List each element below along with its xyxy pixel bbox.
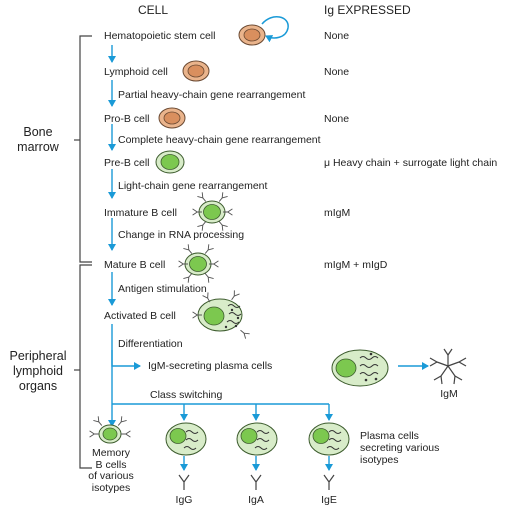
mature-b-cell (178, 243, 219, 284)
step-class-switching: Class switching (150, 389, 223, 401)
label-pro-b-cell: Pro-B cell (104, 113, 150, 125)
antibody-iga (250, 474, 262, 490)
ig-immature: mIgM (324, 207, 351, 219)
region-peripheral-line-1: Peripheral (9, 349, 67, 363)
step-rna-processing: Change in RNA processing (118, 229, 245, 241)
step-partial-heavy-chain: Partial heavy-chain gene rearrangement (118, 89, 306, 101)
igm-plasma-cell (331, 349, 389, 387)
label-plasma-various-isotypes: Plasma cells secreting various isotypes (360, 430, 439, 466)
step-complete-heavy-chain: Complete heavy-chain gene rearrangement (118, 134, 321, 146)
region-peripheral-lymphoid-organs: Peripheral lymphoid organs (4, 349, 72, 394)
step-antigen-stimulation: Antigen stimulation (118, 283, 207, 295)
plasma-cell-igg (165, 422, 207, 456)
pro-b-cell (158, 107, 186, 129)
memory-line-4: isotypes (91, 481, 131, 494)
antibody-igg (178, 474, 190, 490)
plasma-various-line-2: secreting various (360, 442, 440, 454)
plasma-cell-ige (308, 422, 350, 456)
label-ige: IgE (321, 494, 337, 506)
self-renewal-arrow (261, 16, 289, 43)
ig-lymphoid: None (324, 66, 350, 78)
region-peripheral-line-3: organs (18, 379, 58, 393)
immature-b-cell (192, 191, 233, 232)
main-arrows (108, 45, 429, 471)
bone-marrow-bracket (74, 35, 92, 263)
ig-pre-b: μ Heavy chain + surrogate light chain (324, 157, 498, 169)
memory-line-2: B cells (95, 458, 127, 471)
hsc-cell (238, 24, 266, 46)
ig-hsc: None (324, 30, 350, 42)
ig-mature: mIgM + mIgD (324, 259, 388, 271)
header-cell: CELL (138, 3, 169, 17)
pre-b-cell (155, 150, 185, 174)
step-light-chain: Light-chain gene rearrangement (118, 180, 268, 192)
memory-line-3: of various (88, 470, 134, 482)
antibody-ige (323, 474, 335, 490)
lymphoid-cell (182, 60, 210, 82)
step-differentiation: Differentiation (118, 338, 183, 350)
label-igm-secreting-plasma-cells: IgM-secreting plasma cells (148, 360, 273, 372)
label-pre-b-cell: Pre-B cell (104, 157, 150, 169)
label-igm: IgM (440, 388, 458, 400)
region-bone-marrow-line-2: marrow (17, 140, 59, 154)
region-bone-marrow-line-1: Bone (23, 125, 53, 139)
label-iga: IgA (248, 494, 264, 506)
header-ig-expressed: Ig EXPRESSED (324, 3, 411, 17)
label-lymphoid-cell: Lymphoid cell (104, 66, 168, 78)
peripheral-bracket (74, 264, 92, 469)
label-igg: IgG (175, 494, 193, 506)
plasma-various-line-1: Plasma cells (360, 430, 419, 442)
label-activated-b-cell: Activated B cell (104, 310, 176, 322)
memory-b-cell (89, 415, 131, 444)
label-immature-b-cell: Immature B cell (104, 207, 177, 219)
plasma-cell-iga (236, 422, 278, 456)
label-hsc: Hematopoietic stem cell (104, 30, 216, 42)
label-mature-b-cell: Mature B cell (104, 259, 166, 271)
memory-line-1: Memory (92, 447, 130, 459)
label-memory-b-cells: Memory B cells of various isotypes (82, 447, 140, 494)
ig-pro-b: None (324, 113, 350, 125)
igm-pentamer (429, 348, 467, 385)
plasma-various-line-3: isotypes (360, 454, 399, 466)
activated-b-cell (192, 289, 251, 340)
region-peripheral-line-2: lymphoid (12, 364, 64, 378)
region-bone-marrow: Bone marrow (8, 125, 68, 155)
